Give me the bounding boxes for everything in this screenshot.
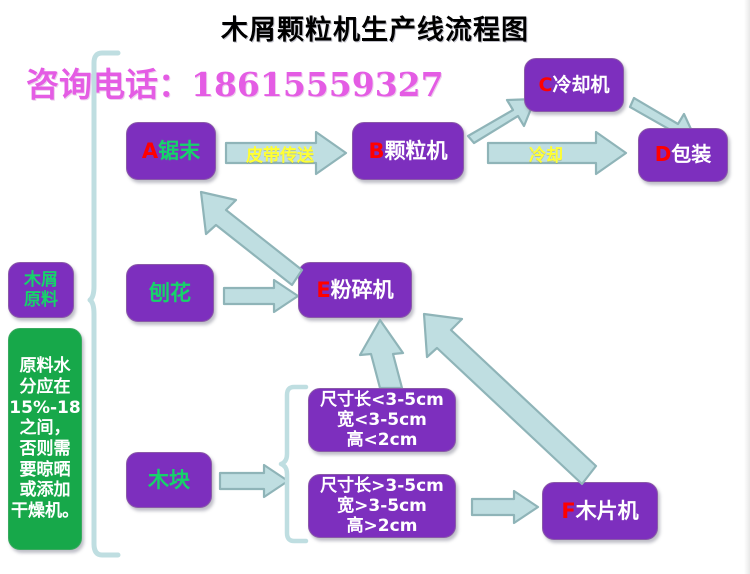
note-line-7: 或添加 xyxy=(19,480,71,501)
arrow-belt-conveyor xyxy=(224,130,348,176)
node-crusher-label: 粉碎机 xyxy=(330,277,394,302)
arrow-shavings-to-crusher xyxy=(222,278,300,314)
note-line-8: 干燥机。 xyxy=(11,501,79,522)
arrow-cooling xyxy=(486,130,628,176)
note-line-4: 之间， xyxy=(19,418,71,439)
node-crusher-tag: E xyxy=(316,277,331,302)
page-title: 木屑颗粒机生产线流程图 xyxy=(221,15,529,46)
note-line-3: 15%-18 xyxy=(9,397,81,418)
node-spec-small[interactable]: 尺寸长<3-5cm 宽<3-5cm 高<2cm xyxy=(308,388,456,452)
spec-large-line3: 高>2cm xyxy=(346,516,418,537)
note-line-2: 分应在 xyxy=(19,376,71,397)
node-spec-large[interactable]: 尺寸长>3-5cm 宽>3-5cm 高>2cm xyxy=(308,474,456,538)
node-sawdust-label: 锯末 xyxy=(158,138,201,163)
note-line-6: 要晾晒 xyxy=(19,459,71,480)
node-shavings[interactable]: 刨花 xyxy=(126,264,214,322)
node-pelletizer[interactable]: B颗粒机 xyxy=(352,122,464,180)
arrow-pelletizer-to-cooler xyxy=(466,86,540,154)
node-chipper-tag: F xyxy=(561,498,576,523)
node-pelletizer-label: 颗粒机 xyxy=(384,138,448,163)
arrow-belt-label: 皮带传送 xyxy=(246,145,314,166)
node-wood-block-label: 木块 xyxy=(148,467,190,492)
node-packing-label: 包装 xyxy=(671,142,712,167)
node-shavings-label: 刨花 xyxy=(149,280,191,305)
arrow-spec-large-to-chipper xyxy=(470,489,540,525)
node-raw-material[interactable]: 木屑 原料 xyxy=(8,262,74,318)
spec-small-line1: 尺寸长<3-5cm xyxy=(320,389,444,410)
node-cooler-label: 冷却机 xyxy=(552,73,610,96)
node-chipper-label: 木片机 xyxy=(575,498,639,523)
node-sawdust-tag: A xyxy=(141,138,159,163)
node-packing[interactable]: D包装 xyxy=(638,128,728,182)
note-line-5: 否则需 xyxy=(19,439,71,459)
node-crusher[interactable]: E粉碎机 xyxy=(298,262,412,318)
note-moisture: 原料水 分应在 15%-18 之间， 否则需 要晾晒 或添加 干燥机。 xyxy=(8,328,82,550)
node-packing-tag: D xyxy=(654,142,672,167)
node-sawdust[interactable]: A锯末 xyxy=(126,122,216,180)
spec-small-line2: 宽<3-5cm xyxy=(337,409,427,430)
arrow-chipper-to-crusher xyxy=(418,308,598,490)
node-raw-material-line2: 原料 xyxy=(24,290,58,310)
node-wood-block[interactable]: 木块 xyxy=(126,452,212,508)
node-raw-material-line1: 木屑 xyxy=(24,269,58,290)
spec-large-line2: 宽>3-5cm xyxy=(337,495,427,516)
arrow-cooling-label: 冷却 xyxy=(529,145,563,166)
spec-group-brace xyxy=(278,384,310,544)
arrow-spec-to-crusher xyxy=(354,318,414,390)
arrow-crusher-to-sawdust xyxy=(196,186,306,292)
node-cooler-tag: C xyxy=(538,73,553,96)
note-line-1: 原料水 xyxy=(19,356,71,377)
spec-large-line1: 尺寸长>3-5cm xyxy=(320,475,444,496)
arrow-wood-block-to-specs xyxy=(218,463,290,499)
node-pelletizer-tag: B xyxy=(368,138,385,163)
main-group-brace xyxy=(87,50,128,560)
spec-small-line3: 高<2cm xyxy=(346,430,418,451)
node-chipper[interactable]: F木片机 xyxy=(542,482,658,540)
node-cooler[interactable]: C冷却机 xyxy=(524,58,624,112)
